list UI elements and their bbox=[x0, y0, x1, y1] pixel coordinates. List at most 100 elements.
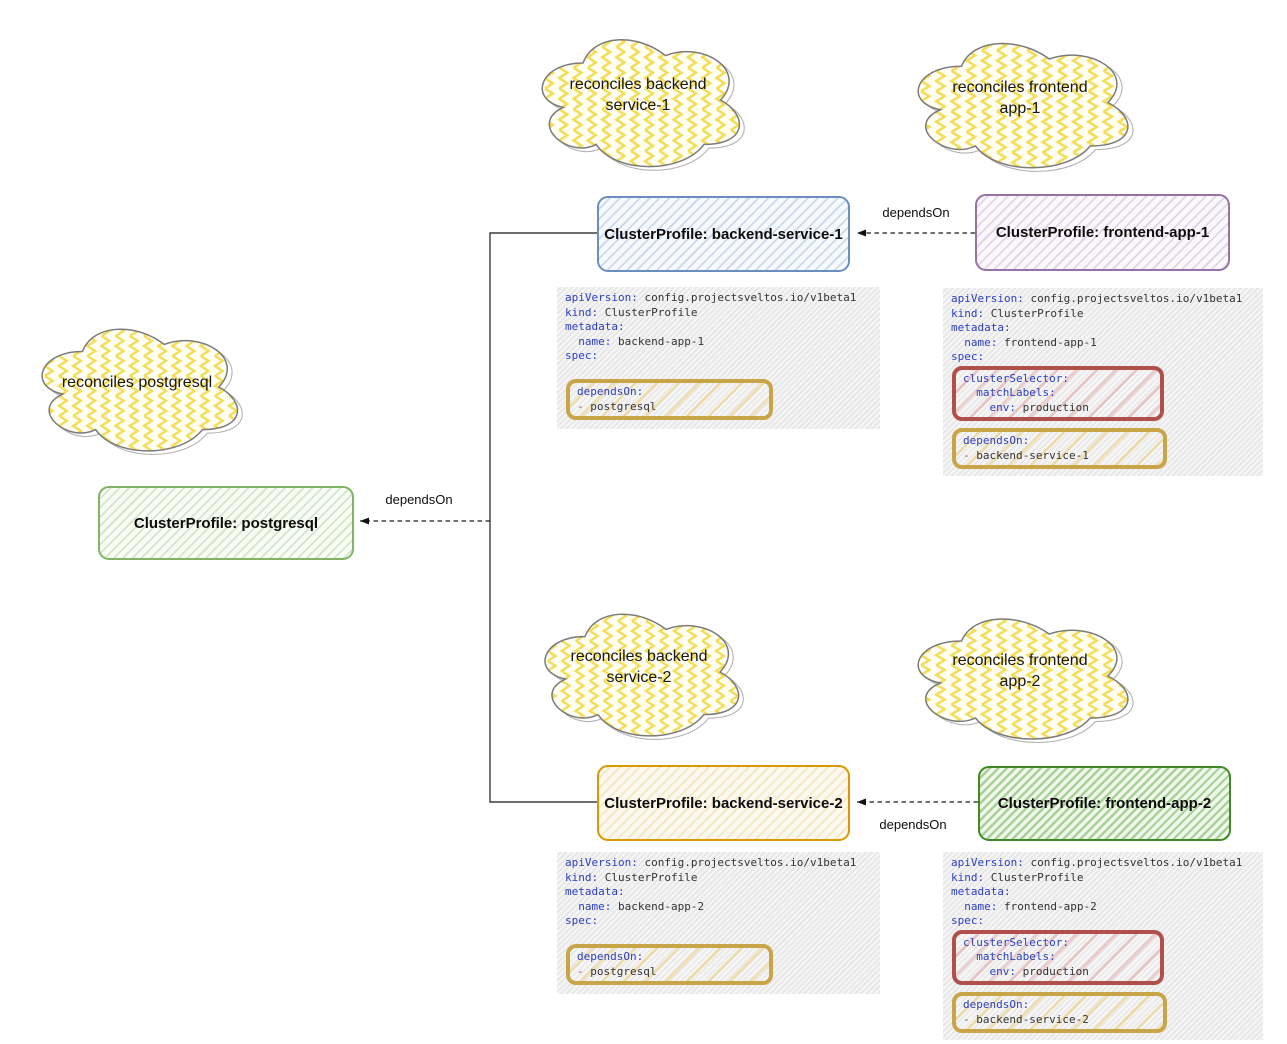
yaml-key: name: bbox=[964, 335, 998, 349]
yaml-value bbox=[951, 900, 964, 913]
yaml-line: dependsOn: bbox=[963, 998, 1156, 1013]
yaml-key: dependsOn: bbox=[963, 434, 1030, 447]
yaml-segment: apiVersion: config.projectsveltos.io/v1b… bbox=[951, 292, 1263, 365]
yaml-value: frontend-app-1 bbox=[997, 335, 1097, 349]
node-clusterprofile-backend-service-2: ClusterProfile: backend-service-2 bbox=[597, 765, 850, 841]
yaml-line: metadata: bbox=[951, 885, 1263, 900]
cloud-reconciles-frontend-app-2: reconciles frontend app-2 bbox=[903, 606, 1137, 746]
yaml-value: config.projectsveltos.io/v1beta1 bbox=[1023, 856, 1243, 869]
node-title: ClusterProfile: postgresql bbox=[133, 514, 319, 532]
yaml-value: config.projectsveltos.io/v1beta1 bbox=[1023, 292, 1243, 305]
cloud-reconciles-postgresql: reconciles postgresql bbox=[28, 316, 246, 458]
yaml-key: dependsOn: bbox=[963, 998, 1030, 1011]
yaml-value bbox=[951, 336, 964, 349]
yaml-line: - postgresql bbox=[577, 965, 762, 980]
yaml-highlight-gold: dependsOn:- backend-service-1 bbox=[952, 428, 1167, 469]
yaml-line: dependsOn: bbox=[577, 950, 762, 965]
edge-label-dependson-left: dependsOn bbox=[385, 492, 453, 507]
yaml-key: apiVersion: bbox=[565, 856, 638, 869]
cloud-icon bbox=[903, 30, 1137, 175]
yaml-line: apiVersion: config.projectsveltos.io/v1b… bbox=[951, 856, 1263, 871]
yaml-highlight-red: clusterSelector: matchLabels: env: produ… bbox=[952, 929, 1164, 985]
yaml-value: frontend-app-2 bbox=[997, 899, 1097, 913]
yaml-line: apiVersion: config.projectsveltos.io/v1b… bbox=[565, 291, 880, 306]
yaml-line: clusterSelector: bbox=[963, 372, 1153, 387]
yaml-value: config.projectsveltos.io/v1beta1 bbox=[637, 291, 857, 304]
yaml-key: name: bbox=[964, 899, 998, 913]
yaml-line: spec: bbox=[951, 350, 1263, 365]
edge-label-dependson-bottom: dependsOn bbox=[879, 817, 947, 832]
node-clusterprofile-backend-service-1: ClusterProfile: backend-service-1 bbox=[597, 196, 850, 272]
yaml-line: spec: bbox=[951, 914, 1263, 929]
yaml-dash: - bbox=[577, 399, 591, 413]
yaml-key: kind: bbox=[951, 306, 985, 320]
yaml-value: ClusterProfile bbox=[984, 870, 1084, 884]
yaml-line: env: production bbox=[963, 401, 1153, 416]
yaml-segment: apiVersion: config.projectsveltos.io/v1b… bbox=[565, 856, 880, 943]
yaml-line: kind: ClusterProfile bbox=[565, 871, 880, 886]
yaml-line bbox=[565, 929, 880, 944]
edge-label-dependson-top: dependsOn bbox=[882, 205, 950, 220]
yaml-key: kind: bbox=[951, 870, 985, 884]
yaml-key: dependsOn: bbox=[577, 385, 644, 398]
yaml-line: dependsOn: bbox=[963, 434, 1156, 449]
yaml-key: spec: bbox=[565, 914, 599, 927]
yaml-line: - postgresql bbox=[577, 400, 762, 415]
node-title: ClusterProfile: backend-service-2 bbox=[604, 794, 843, 812]
yaml-line: name: frontend-app-2 bbox=[951, 900, 1263, 915]
cloud-label: reconciles frontend app-2 bbox=[952, 652, 1088, 690]
yaml-value: ClusterProfile bbox=[984, 306, 1084, 320]
node-title: ClusterProfile: backend-service-1 bbox=[604, 225, 843, 243]
yaml-value: config.projectsveltos.io/v1beta1 bbox=[637, 856, 857, 869]
yaml-value: backend-service-1 bbox=[976, 448, 1089, 462]
yaml-key: metadata: bbox=[951, 321, 1011, 334]
yaml-frontend-app-2: apiVersion: config.projectsveltos.io/v1b… bbox=[943, 852, 1263, 1040]
yaml-line: matchLabels: bbox=[963, 386, 1153, 401]
node-clusterprofile-frontend-app-2: ClusterProfile: frontend-app-2 bbox=[978, 766, 1231, 841]
yaml-value: production bbox=[1016, 964, 1089, 978]
yaml-key: matchLabels: bbox=[976, 950, 1056, 963]
yaml-value: production bbox=[1016, 400, 1089, 414]
yaml-line: apiVersion: config.projectsveltos.io/v1b… bbox=[951, 292, 1263, 307]
yaml-backend-app-2: apiVersion: config.projectsveltos.io/v1b… bbox=[557, 852, 880, 994]
yaml-line: metadata: bbox=[565, 885, 880, 900]
yaml-value bbox=[565, 900, 578, 913]
yaml-value: backend-app-1 bbox=[611, 334, 705, 348]
yaml-line: name: backend-app-1 bbox=[565, 335, 880, 350]
yaml-line: spec: bbox=[565, 914, 880, 929]
node-clusterprofile-frontend-app-1: ClusterProfile: frontend-app-1 bbox=[975, 194, 1230, 271]
yaml-highlight-gold: dependsOn:- backend-service-2 bbox=[952, 992, 1167, 1033]
yaml-key: env: bbox=[989, 400, 1017, 414]
yaml-value: backend-app-2 bbox=[611, 899, 705, 913]
yaml-line: dependsOn: bbox=[577, 385, 762, 400]
yaml-key: env: bbox=[989, 964, 1017, 978]
yaml-value: ClusterProfile bbox=[598, 305, 698, 319]
cloud-icon bbox=[28, 316, 246, 458]
yaml-line: spec: bbox=[565, 349, 880, 364]
cloud-reconciles-backend-service-2: reconciles backend service-2 bbox=[531, 601, 747, 743]
node-title: ClusterProfile: frontend-app-2 bbox=[997, 795, 1212, 812]
yaml-value: backend-service-2 bbox=[976, 1012, 1089, 1026]
yaml-value bbox=[963, 386, 976, 399]
yaml-line: name: frontend-app-1 bbox=[951, 336, 1263, 351]
yaml-frontend-app-1: apiVersion: config.projectsveltos.io/v1b… bbox=[943, 288, 1263, 476]
yaml-value: postgresql bbox=[590, 399, 657, 413]
yaml-value: postgresql bbox=[590, 964, 657, 978]
cloud-label: reconciles backend service-1 bbox=[569, 76, 707, 114]
yaml-line: env: production bbox=[963, 965, 1153, 980]
yaml-key: spec: bbox=[951, 914, 985, 927]
yaml-line: apiVersion: config.projectsveltos.io/v1b… bbox=[565, 856, 880, 871]
yaml-highlight-gold: dependsOn:- postgresql bbox=[566, 944, 773, 985]
cloud-reconciles-backend-service-1: reconciles backend service-1 bbox=[528, 26, 748, 174]
yaml-value bbox=[963, 950, 976, 963]
yaml-key: spec: bbox=[951, 350, 985, 363]
yaml-line bbox=[565, 364, 880, 379]
yaml-key: apiVersion: bbox=[951, 292, 1024, 305]
yaml-highlight-red: clusterSelector: matchLabels: env: produ… bbox=[952, 365, 1164, 421]
yaml-key: name: bbox=[578, 899, 612, 913]
yaml-line: metadata: bbox=[565, 320, 880, 335]
node-clusterprofile-postgresql: ClusterProfile: postgresql bbox=[98, 486, 354, 560]
yaml-key: spec: bbox=[565, 349, 599, 362]
yaml-key: kind: bbox=[565, 305, 599, 319]
